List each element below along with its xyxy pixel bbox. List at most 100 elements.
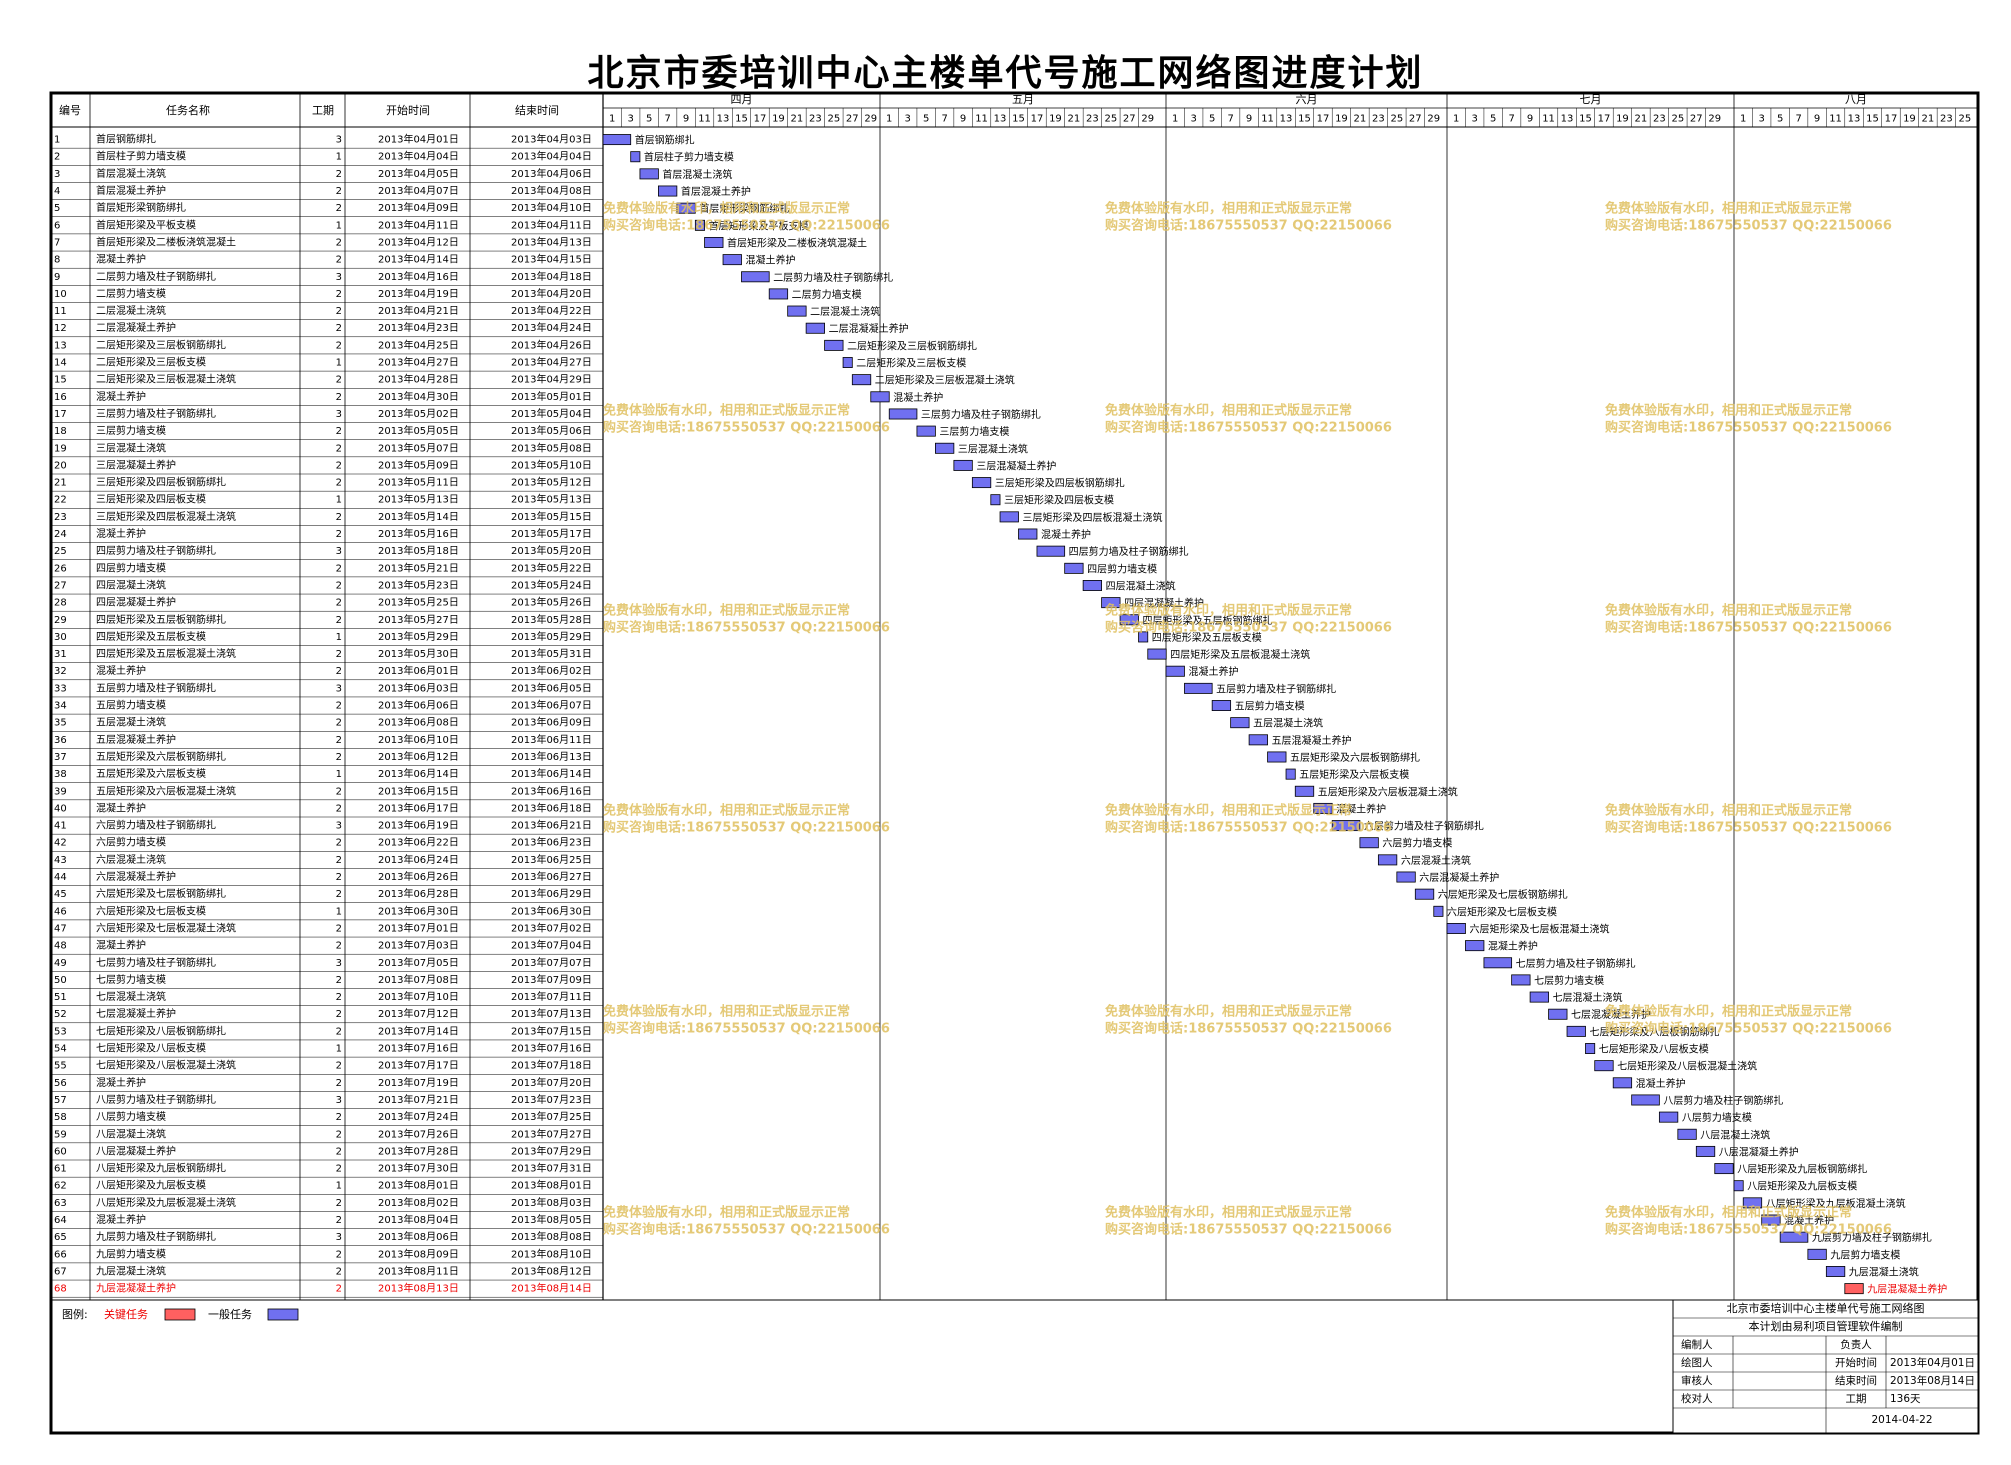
task-end: 2013年07月27日 [511, 1127, 592, 1140]
task-id: 5 [54, 203, 60, 214]
task-name: 五层剪力墙及柱子钢筋绑扎 [96, 681, 216, 694]
task-name: 三层混凝土浇筑 [96, 441, 166, 454]
day-tick-label: 17 [1598, 114, 1611, 125]
gantt-bar-label: 四层剪力墙及柱子钢筋绑扎 [1069, 545, 1189, 558]
info-box-label: 校对人 [1681, 1392, 1713, 1405]
task-duration: 3 [336, 409, 342, 420]
task-end: 2013年04月11日 [511, 218, 592, 231]
watermark-text: 购买咨询电话:18675550537 QQ:22150066 [603, 1021, 890, 1037]
task-name: 混凝土养护 [96, 1076, 146, 1089]
task-start: 2013年04月19日 [378, 287, 459, 300]
task-duration: 2 [336, 1266, 342, 1277]
day-tick-label: 9 [683, 114, 689, 125]
task-end: 2013年04月24日 [511, 321, 592, 334]
gantt-bar-label: 七层剪力墙支模 [1534, 974, 1604, 987]
task-start: 2013年05月25日 [378, 596, 459, 609]
day-tick-label: 23 [1086, 114, 1099, 125]
task-duration: 1 [336, 495, 342, 506]
day-tick-label: 1 [1453, 114, 1459, 125]
task-duration: 2 [336, 649, 342, 660]
gantt-bar-label: 七层矩形梁及八层板支模 [1599, 1043, 1709, 1056]
task-start: 2013年04月25日 [378, 338, 459, 351]
task-start: 2013年05月21日 [378, 561, 459, 574]
task-id: 61 [54, 1164, 67, 1175]
task-start: 2013年06月08日 [378, 716, 459, 729]
task-id: 32 [54, 666, 67, 677]
watermark-text: 免费体验版有水印，相用和正式版显示正常 [1105, 403, 1352, 419]
task-id: 43 [54, 855, 67, 866]
gantt-bar [1064, 562, 1084, 574]
task-name: 混凝土养护 [96, 253, 146, 266]
task-duration: 2 [336, 1215, 342, 1226]
day-tick-label: 13 [1848, 114, 1861, 125]
task-end: 2013年07月09日 [511, 973, 592, 986]
task-name: 五层混凝土浇筑 [96, 716, 166, 729]
task-end: 2013年04月22日 [511, 304, 592, 317]
gantt-bar-label: 五层矩形梁及六层板钢筋绑扎 [1290, 751, 1420, 764]
task-end: 2013年05月26日 [511, 596, 592, 609]
task-id: 13 [54, 340, 67, 351]
gantt-bar [1147, 648, 1167, 660]
task-start: 2013年08月06日 [378, 1230, 459, 1243]
task-duration: 2 [336, 323, 342, 334]
gantt-bar [824, 339, 844, 351]
task-start: 2013年04月05日 [378, 167, 459, 180]
task-end: 2013年07月20日 [511, 1076, 592, 1089]
gantt-bar [1825, 1266, 1846, 1277]
gantt-bar [1585, 1043, 1596, 1054]
task-duration: 2 [336, 923, 342, 934]
task-duration: 3 [336, 683, 342, 694]
task-id: 3 [54, 169, 60, 180]
task-duration: 2 [336, 306, 342, 317]
day-tick-label: 11 [1261, 114, 1274, 125]
info-box-label: 开始时间 [1835, 1356, 1877, 1369]
watermark-text: 购买咨询电话:18675550537 QQ:22150066 [603, 820, 890, 836]
day-tick-label: 13 [1561, 114, 1574, 125]
gantt-bar-label: 首层钢筋绑扎 [635, 134, 695, 147]
watermark-text: 购买咨询电话:18675550537 QQ:22150066 [1105, 1021, 1392, 1037]
gantt-bar [1267, 751, 1287, 763]
task-end: 2013年07月16日 [511, 1042, 592, 1055]
gantt-bar [694, 219, 705, 231]
task-end: 2013年07月15日 [511, 1024, 592, 1037]
gantt-bar [676, 202, 696, 214]
gantt-bar-label: 三层剪力墙及柱子钢筋绑扎 [921, 408, 1041, 421]
gantt-bar [1230, 717, 1250, 729]
gantt-bar-label: 四层混凝凝土养护 [1124, 597, 1204, 610]
gantt-bar-label: 五层矩形梁及六层板支模 [1299, 768, 1409, 781]
task-end: 2013年07月02日 [511, 921, 592, 934]
task-start: 2013年07月16日 [378, 1042, 459, 1055]
task-end: 2013年05月15日 [511, 510, 592, 523]
day-tick-label: 21 [1354, 114, 1367, 125]
task-duration: 2 [336, 786, 342, 797]
task-duration: 3 [336, 546, 342, 557]
task-name: 七层矩形梁及八层板钢筋绑扎 [96, 1024, 226, 1037]
task-end: 2013年06月29日 [511, 887, 592, 900]
column-header: 结束时间 [515, 104, 559, 117]
task-name: 首层矩形梁及平板支模 [96, 218, 196, 231]
day-tick-label: 13 [994, 114, 1007, 125]
gantt-bar [1138, 631, 1149, 643]
day-tick-label: 11 [1542, 114, 1555, 125]
gantt-bar-label: 八层矩形梁及九层板支模 [1747, 1180, 1857, 1193]
task-name: 首层混凝土养护 [96, 184, 166, 197]
task-id: 14 [54, 358, 67, 369]
task-name: 九层剪力墙支模 [96, 1247, 166, 1260]
gantt-bar-label: 首层柱子剪力墙支模 [644, 151, 734, 164]
task-end: 2013年05月17日 [511, 527, 592, 540]
gantt-bar-label: 六层混凝凝土养护 [1419, 871, 1499, 884]
outer-frame [49, 91, 1980, 1435]
gantt-bar [1082, 580, 1102, 591]
day-tick-label: 13 [717, 114, 730, 125]
task-start: 2013年07月03日 [378, 939, 459, 952]
gantt-bar [1285, 768, 1296, 780]
task-duration: 2 [336, 701, 342, 712]
day-tick-label: 7 [1795, 114, 1801, 125]
task-end: 2013年05月20日 [511, 544, 592, 557]
task-start: 2013年05月09日 [378, 458, 459, 471]
task-id: 10 [54, 289, 67, 300]
gantt-bar [722, 254, 742, 266]
watermark-text: 免费体验版有水印，相用和正式版显示正常 [1605, 803, 1852, 819]
gantt-bar [1483, 957, 1513, 969]
gantt-bar [1446, 923, 1466, 934]
